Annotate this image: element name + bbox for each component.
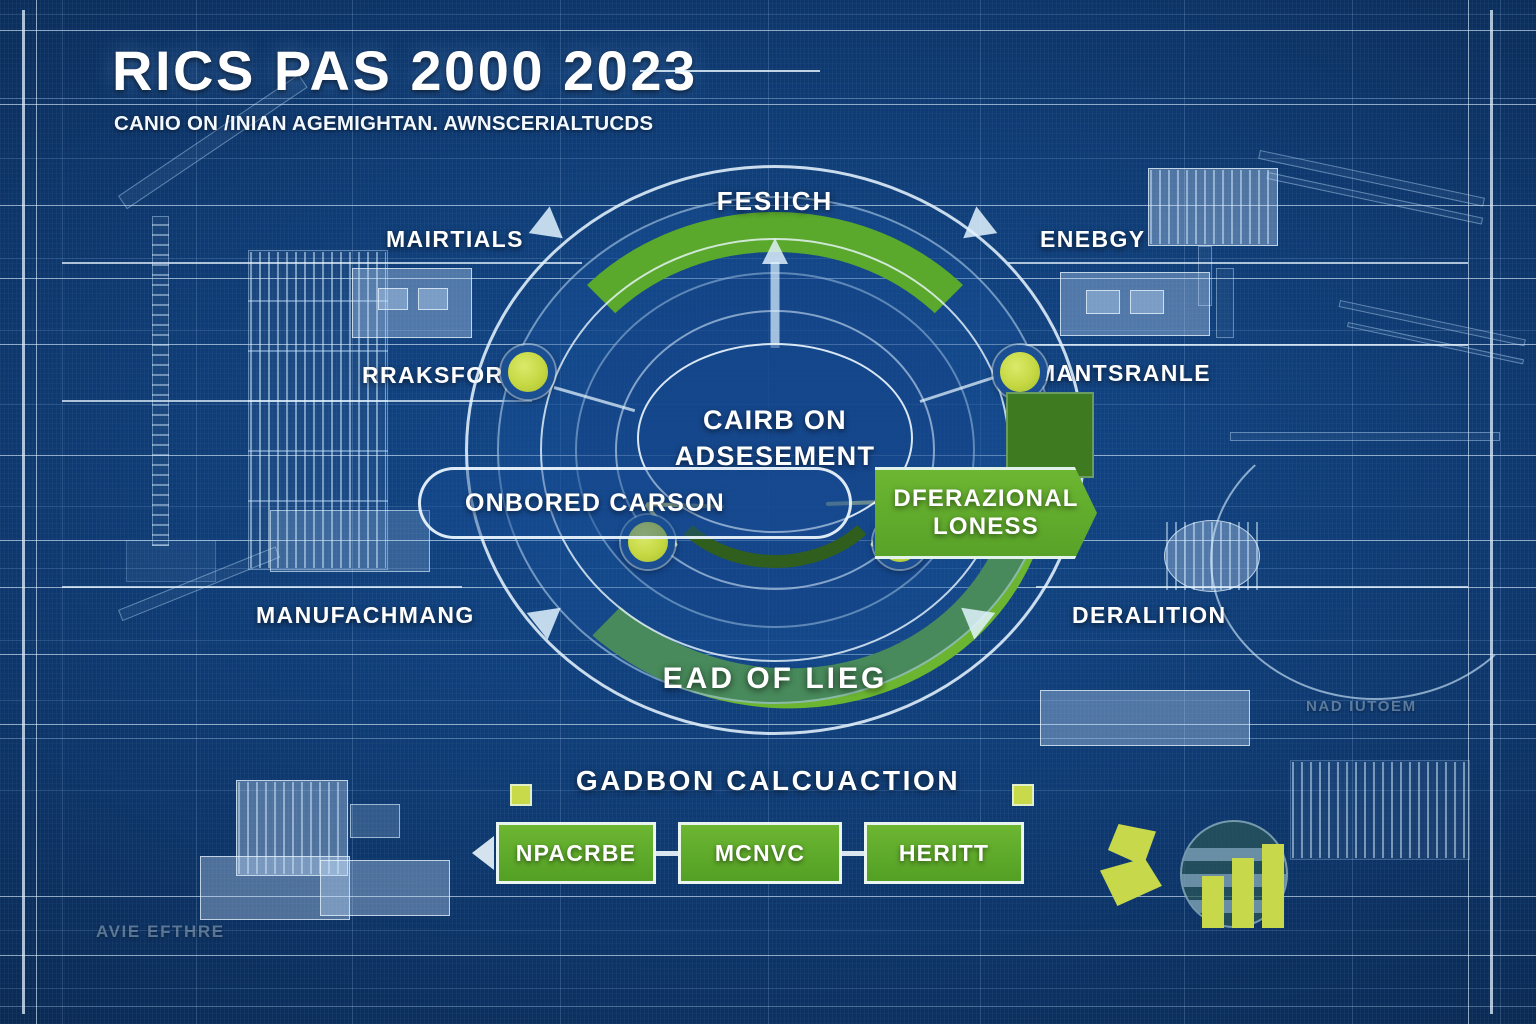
grid-line-h xyxy=(0,988,1536,989)
calculation-tick-left xyxy=(510,784,532,806)
leaf-icon xyxy=(1100,858,1162,906)
bar-chart-icon-bar xyxy=(1232,858,1254,928)
turbine-blade-sketch xyxy=(1258,150,1485,207)
category-label-materials: MAIRTIALS xyxy=(386,226,524,252)
category-rule xyxy=(1018,344,1468,346)
cycle-arc-top-label: FESIICH xyxy=(716,186,834,216)
page-title: RICS PAS 2000 2023 xyxy=(112,39,698,102)
footer-annotation: AVIE EFTHRE xyxy=(96,922,225,941)
frame-border-right xyxy=(1490,10,1493,1014)
calculation-connector xyxy=(842,851,864,856)
chimney-sketch xyxy=(1216,268,1234,338)
operational-losses-line-2: LONESS xyxy=(933,513,1039,540)
building-frame-sketch xyxy=(248,250,388,570)
calculation-inflow-arrow-icon xyxy=(472,836,494,870)
calculation-box-1[interactable]: NPACRBE xyxy=(496,822,656,884)
grid-line-v xyxy=(196,0,197,1024)
category-rule xyxy=(1008,262,1468,264)
building-frame-hatch xyxy=(250,252,386,568)
category-label-manufacturing: MANUFACHMANG xyxy=(256,602,475,628)
bridge-arch-sketch xyxy=(1210,420,1536,700)
calculation-box-3-label: HERITT xyxy=(898,839,990,866)
floor-line xyxy=(248,500,388,502)
category-rule xyxy=(62,262,582,264)
crane-mast-hatch xyxy=(152,216,169,546)
turbine-tower-sketch xyxy=(1198,246,1212,306)
category-label-energy: ENEBGY xyxy=(1040,226,1146,252)
turbine-blade-sketch xyxy=(1266,172,1484,225)
category-rule xyxy=(62,400,532,402)
grid-line-v xyxy=(1500,0,1501,1024)
turbine-housing-hatch xyxy=(1150,170,1276,244)
tunnel-bore-hatch xyxy=(1166,522,1258,590)
foundation-sketch xyxy=(200,856,350,920)
floor-line xyxy=(248,350,388,352)
center-arrow-head xyxy=(762,238,788,264)
detail-sketch xyxy=(350,804,400,838)
turbine-housing-sketch xyxy=(1148,168,1278,246)
cycle-hub-line-1: CAIRB ON xyxy=(703,404,847,435)
calculation-box-1-label: NPACRBE xyxy=(515,839,637,866)
cycle-hub-line-2: ADSESEMENT xyxy=(674,440,876,471)
grid-line-h xyxy=(0,104,1536,105)
floor-line xyxy=(248,300,388,302)
page-subtitle: CANIO ON /INIAN AGEMIGHTAN. AWNSCERIALTU… xyxy=(114,112,654,135)
cycle-node-top-right[interactable] xyxy=(993,345,1047,399)
window-sketch xyxy=(378,288,408,310)
calculation-box-2[interactable]: MCNVC xyxy=(678,822,842,884)
calculation-box-2-label: MCNVC xyxy=(714,839,806,866)
bar-chart-icon-bar xyxy=(1262,844,1284,928)
embodied-carbon-flag[interactable]: ONBORED CARSON xyxy=(418,467,852,539)
grid-line-h xyxy=(0,955,1536,956)
grid-line-v xyxy=(36,0,37,1024)
green-accent-block xyxy=(1006,392,1094,478)
window-sketch xyxy=(1130,290,1164,314)
bar-chart-icon-bar xyxy=(1202,876,1224,928)
grid-line-h xyxy=(0,30,1536,31)
cycle-arc-bottom-label: EAD OF LIEG xyxy=(662,662,888,695)
floor-line xyxy=(248,450,388,452)
tunnel-bore-sketch xyxy=(1164,520,1260,592)
frame-border-left xyxy=(22,10,25,1014)
cycle-node-bottom-left[interactable] xyxy=(621,515,675,569)
grid-line-h xyxy=(0,1006,1536,1007)
foundation-sketch xyxy=(320,860,450,916)
operational-losses-flag[interactable]: DFERAZIONAL LONESS xyxy=(875,467,1097,559)
grid-line-v xyxy=(352,0,353,1024)
bridge-deck-sketch xyxy=(1230,432,1500,441)
category-rule xyxy=(1036,586,1468,588)
calculation-connector xyxy=(656,851,678,856)
embodied-carbon-flag-label: ONBORED CARSON xyxy=(465,488,725,517)
globe-latitude-line xyxy=(1182,848,1286,861)
grid-line-h xyxy=(0,14,1536,15)
calculation-heading: GADBON CALCUACTION xyxy=(575,765,961,796)
grid-line-h xyxy=(0,930,1536,931)
grid-line-h xyxy=(0,896,1536,897)
crane-base-sketch xyxy=(126,540,216,582)
carbon-cycle-diagram: FESIICH EAD OF LIEG CAIRB ON ADSESEMENT xyxy=(450,150,1100,750)
cycle-node-top-left[interactable] xyxy=(501,345,555,399)
title-rule xyxy=(640,70,820,72)
category-rule xyxy=(62,586,462,588)
operational-losses-line-1: DFERAZIONAL xyxy=(893,484,1079,512)
calculation-box-3[interactable]: HERITT xyxy=(864,822,1024,884)
calculation-tick-right xyxy=(1012,784,1034,806)
leaf-icon xyxy=(1108,824,1156,866)
window-sketch xyxy=(418,288,448,310)
grid-line-v xyxy=(1468,0,1469,1024)
bridge-cable-sketch xyxy=(1338,300,1526,347)
right-annotation: NAD IUTOEM xyxy=(1306,698,1417,715)
crane-mast-sketch xyxy=(152,216,169,546)
grid-line-v xyxy=(62,0,63,1024)
calculation-flow-row: NPACRBE MCNVC HERITT xyxy=(472,822,1040,884)
category-label-demolition: DERALITION xyxy=(1072,602,1227,628)
grid-line-v xyxy=(1352,0,1353,1024)
low-building-sketch xyxy=(270,510,430,572)
cycle-hub: CAIRB ON ADSESEMENT xyxy=(637,343,913,533)
center-arrow-stem xyxy=(770,262,780,348)
